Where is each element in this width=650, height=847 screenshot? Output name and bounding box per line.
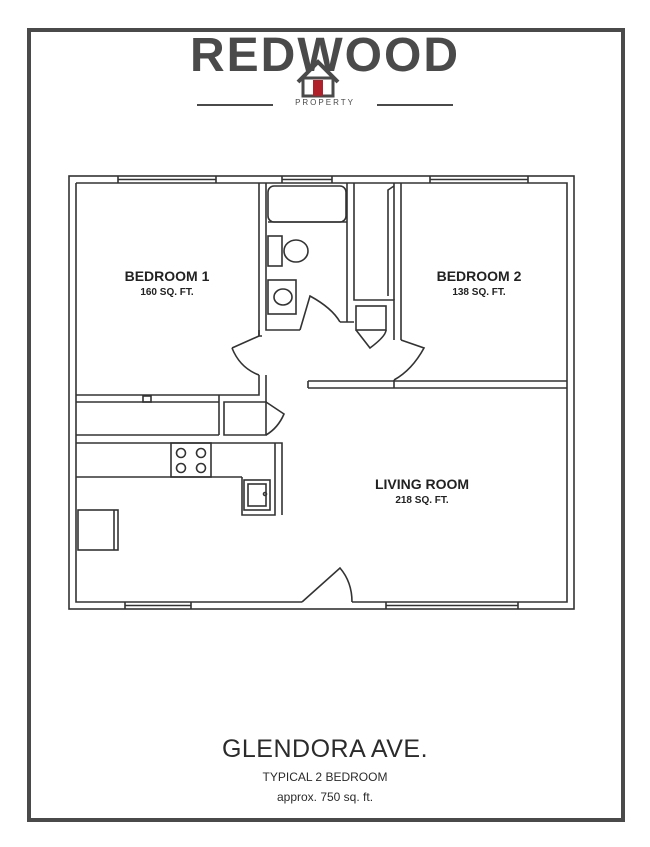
page-frame — [27, 28, 625, 822]
burner — [175, 462, 187, 474]
vanity — [267, 279, 297, 315]
room-area: 218 SQ. FT. — [395, 495, 449, 506]
room-bedroom2: BEDROOM 2 138 SQ. FT. — [409, 268, 549, 298]
unit-size: approx. 750 sq. ft. — [276, 790, 374, 804]
kitchen-counter — [76, 442, 283, 516]
brand-rule-left — [197, 104, 273, 106]
toilet-bowl — [283, 239, 309, 263]
brand-rule-right — [377, 104, 453, 106]
sink-bath — [273, 288, 293, 306]
room-area: 138 SQ. FT. — [452, 287, 506, 298]
outer-wall-inner — [75, 182, 568, 603]
wall-bedroom2-bottom — [307, 380, 567, 389]
door-bath — [299, 294, 341, 331]
outer-wall-outline — [68, 175, 575, 610]
window-kitchen — [124, 602, 192, 609]
door-bedroom2 — [393, 339, 426, 381]
room-name: LIVING ROOM — [374, 476, 470, 492]
stove — [170, 442, 212, 478]
door-closet-small — [355, 329, 387, 350]
burner — [175, 447, 187, 459]
window-bedroom2 — [429, 176, 529, 183]
bathtub — [267, 185, 347, 223]
wall-bath-right — [340, 183, 395, 330]
brand-subtitle: PROPERTY — [295, 98, 355, 107]
window-living — [385, 602, 519, 609]
room-living: LIVING ROOM 218 SQ. FT. — [352, 476, 492, 506]
burner — [195, 447, 207, 459]
window-bedroom1 — [117, 176, 217, 183]
burner — [195, 462, 207, 474]
closet-small — [355, 305, 387, 331]
room-name: BEDROOM 1 — [124, 268, 210, 284]
brand-sub-row: PROPERTY — [197, 98, 453, 112]
closet-bedroom2 — [387, 185, 395, 296]
closet-bedroom1 — [76, 394, 219, 436]
room-name: BEDROOM 2 — [436, 268, 522, 284]
room-bedroom1: BEDROOM 1 160 SQ. FT. — [97, 268, 237, 298]
wall-bedroom2-left — [393, 183, 402, 330]
refrigerator — [77, 509, 119, 551]
wall-bedroom1-right — [258, 183, 300, 336]
toilet-tank — [267, 235, 283, 267]
door-entry — [301, 566, 353, 603]
wall-bedroom1-lower — [219, 375, 267, 402]
kitchen-sink — [243, 479, 271, 511]
address-title: GLENDORA AVE. — [221, 735, 429, 763]
room-area: 160 SQ. FT. — [140, 287, 194, 298]
door-linen — [265, 401, 285, 436]
door-bedroom1 — [231, 335, 260, 376]
linen-closet — [223, 401, 267, 436]
closet-divider — [142, 395, 152, 403]
unit-type: TYPICAL 2 BEDROOM — [262, 770, 388, 784]
window-bath — [281, 176, 333, 183]
